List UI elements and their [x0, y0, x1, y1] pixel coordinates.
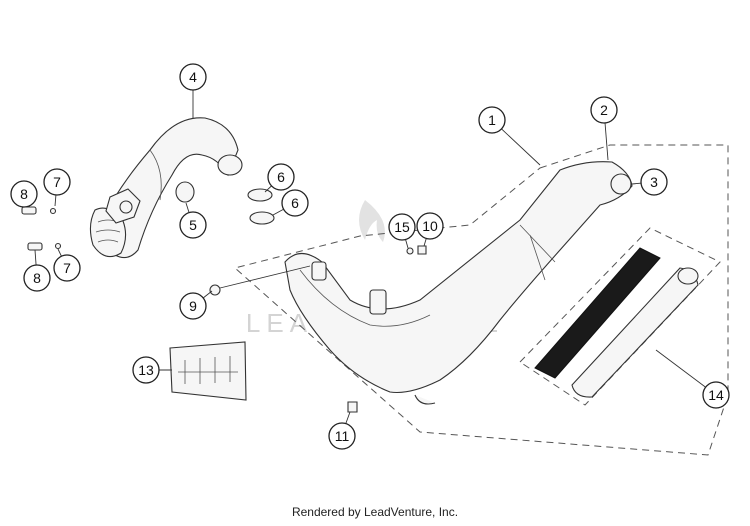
footer-credit: Rendered by LeadVenture, Inc. — [291, 505, 459, 519]
header-pipe — [89, 117, 243, 259]
svg-text:6: 6 — [277, 169, 285, 185]
svg-text:2: 2 — [600, 102, 608, 118]
svg-text:6: 6 — [291, 195, 299, 211]
fasteners-left — [21, 181, 275, 251]
svg-text:8: 8 — [20, 186, 28, 202]
svg-text:11: 11 — [335, 428, 350, 444]
callout-2: 2 — [590, 96, 618, 124]
svg-text:7: 7 — [63, 260, 71, 276]
callout-1: 1 — [478, 106, 506, 134]
svg-text:9: 9 — [189, 298, 197, 314]
callout-14: 14 — [702, 381, 730, 409]
callout-11: 11 — [328, 422, 356, 450]
svg-text:14: 14 — [708, 387, 724, 403]
svg-text:3: 3 — [650, 174, 658, 190]
svg-text:15: 15 — [394, 219, 410, 235]
callout-6-lower: 6 — [281, 189, 309, 217]
callout-7-lower: 7 — [53, 254, 81, 282]
callout-4: 4 — [179, 63, 207, 91]
svg-text:10: 10 — [422, 218, 438, 234]
svg-text:7: 7 — [53, 174, 61, 190]
callout-8-upper: 8 — [10, 180, 38, 208]
svg-text:13: 13 — [138, 362, 154, 378]
packing-sheet — [169, 341, 247, 401]
silencer-body — [284, 161, 633, 405]
svg-text:5: 5 — [189, 217, 197, 233]
callout-7-upper: 7 — [43, 168, 71, 196]
fasteners-right — [209, 245, 427, 413]
flame-logo-icon — [359, 200, 385, 242]
assembly-outline-insert — [519, 227, 721, 406]
callout-6-upper: 6 — [267, 163, 295, 191]
callout-3: 3 — [640, 168, 668, 196]
callout-5: 5 — [179, 211, 207, 239]
callout-9: 9 — [179, 292, 207, 320]
svg-text:1: 1 — [488, 112, 496, 128]
silencer-insert — [534, 247, 699, 398]
callout-10: 10 — [416, 212, 444, 240]
callout-15: 15 — [388, 213, 416, 241]
callout-8-lower: 8 — [23, 264, 51, 292]
svg-text:8: 8 — [33, 270, 41, 286]
svg-text:4: 4 — [189, 69, 197, 85]
callout-13: 13 — [132, 356, 160, 384]
